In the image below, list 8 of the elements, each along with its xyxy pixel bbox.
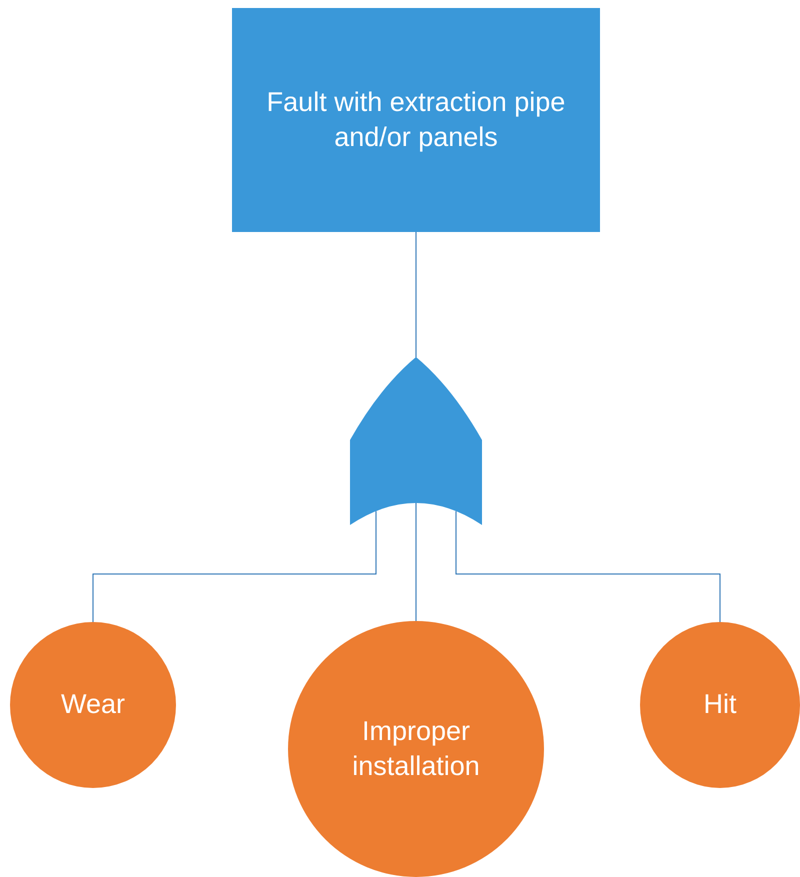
connector-line [92,510,376,622]
top-event-box [232,8,600,232]
node-label: Fault with extraction pipe and/or panels [266,86,566,154]
connector-line [456,510,720,622]
node-label: Hit [704,688,736,722]
node-label: Wear [60,688,126,722]
node-label: Improper installation [351,714,481,783]
or-gate-symbol [350,357,482,525]
